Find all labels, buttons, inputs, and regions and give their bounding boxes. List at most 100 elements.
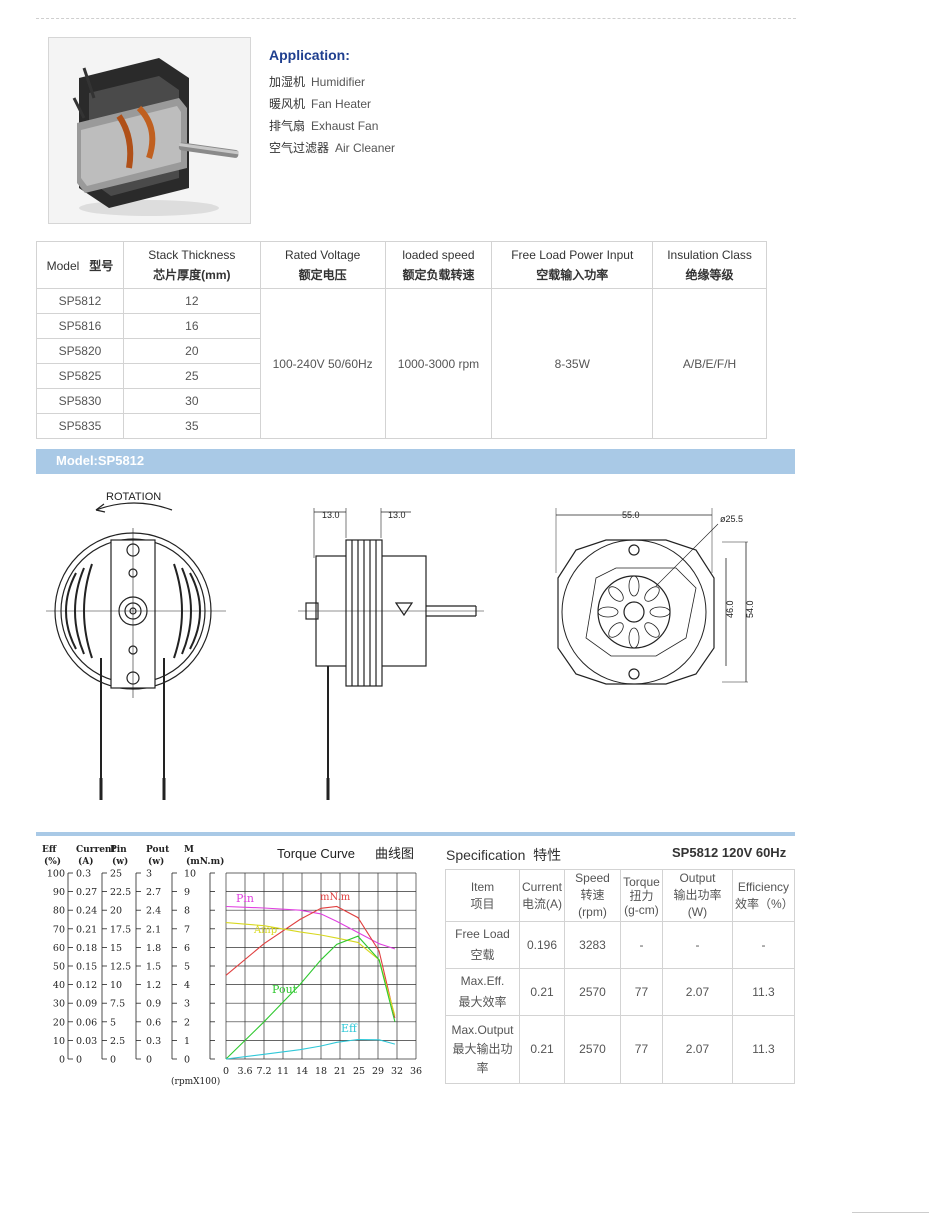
- axis-tick-label: 0: [76, 1055, 82, 1066]
- cell-speed: 2570: [564, 968, 621, 1016]
- dim-width-label: 55.0: [622, 510, 640, 520]
- cell-speed: 2570: [564, 1015, 621, 1084]
- motor-photo: [48, 37, 251, 224]
- application-item-en: Humidifier: [311, 75, 366, 89]
- axis-tick-label: 9: [184, 887, 190, 898]
- axis-tick-label: 8: [184, 906, 190, 917]
- spec-model-label: SP5812 120V 60Hz: [672, 845, 787, 860]
- cell-eff: -: [731, 921, 796, 969]
- axis-tick-label: 10: [53, 1036, 65, 1047]
- cell-model: SP5835: [36, 413, 124, 439]
- x-axis-label: (rpmX100): [171, 1076, 220, 1087]
- chart-title: Torque Curve: [277, 846, 355, 861]
- cell-stack: 30: [122, 388, 261, 414]
- cell-torque: 77: [619, 1015, 663, 1084]
- rotation-label: ROTATION: [106, 491, 161, 503]
- axis-head-unit: (w): [148, 856, 164, 867]
- cell-item: Max.Eff.最大效率: [445, 968, 520, 1016]
- axis-head-unit: (w): [112, 856, 128, 867]
- axis-tick-label: 100: [47, 869, 65, 880]
- cell-voltage: 100-240V 50/60Hz: [259, 288, 386, 439]
- axis-tick-label: 0.6: [146, 1017, 161, 1028]
- application-item-en: Air Cleaner: [335, 141, 396, 155]
- axis-tick-label: 7.5: [110, 999, 125, 1010]
- axis-tick-label: 30: [53, 999, 65, 1010]
- technical-drawings: ROTATION 13.0 13.0: [46, 491, 755, 800]
- dim-diam-label: ø25.5: [720, 514, 743, 524]
- axis-tick-label: 0: [110, 1055, 116, 1066]
- application-item-en: Exhaust Fan: [311, 119, 379, 133]
- cell-torque: 77: [619, 968, 663, 1016]
- axis-tick-label: 17.5: [110, 924, 131, 935]
- cell-output: -: [661, 921, 733, 969]
- cell-current: 0.21: [518, 1015, 566, 1084]
- x-tick-label: 3.6: [237, 1066, 252, 1077]
- series-line-eff: [225, 1038, 396, 1060]
- axis-tick-label: 4: [184, 980, 190, 991]
- axis-tick-label: 3: [184, 999, 190, 1010]
- axis-tick-label: 0.3: [76, 869, 91, 880]
- series-line-pin: [225, 905, 396, 950]
- cell-model: SP5825: [36, 363, 124, 389]
- axis-tick-label: 0: [184, 1055, 190, 1066]
- axis-tick-label: 70: [53, 924, 65, 935]
- cell-output: 2.07: [661, 1015, 733, 1084]
- series-line-pout: [225, 935, 396, 1060]
- axis-tick-label: 0.3: [146, 1036, 161, 1047]
- cell-insulation: A/B/E/F/H: [652, 288, 767, 439]
- series-label-pout: Pout: [272, 983, 298, 996]
- series-line-mnm: [225, 905, 396, 1019]
- dim-h2-label: 54.0: [745, 600, 755, 618]
- header-model: Model 型号: [36, 241, 124, 289]
- axis-tick-label: 0.18: [76, 943, 97, 954]
- axis-heads: Eff(%)Current(A)Pin(w)Pout(w)M(mN.m): [42, 845, 224, 867]
- series-label-amp: Amp: [253, 925, 277, 936]
- cell-stack: 35: [122, 413, 261, 439]
- cell-power: 8-35W: [491, 288, 654, 439]
- axis-tick-label: 1.8: [146, 943, 161, 954]
- dim-a-label: 13.0: [322, 510, 340, 520]
- torque-curve-chart: Torque Curve 曲线图 Eff(%)Current(A)Pin(w)P…: [42, 845, 422, 1087]
- axis-tick-label: 0.15: [76, 962, 97, 973]
- axis-head-unit: (A): [78, 856, 94, 867]
- axis-tick-label: 2.1: [146, 924, 161, 935]
- axis-tick-label: 5: [110, 1017, 116, 1028]
- axis-tick-label: 0.24: [76, 906, 97, 917]
- axis-tick-label: 1.5: [146, 962, 161, 973]
- application-item-cn: 暖风机: [269, 97, 306, 111]
- axis-tick-label: 50: [53, 962, 65, 973]
- axis-tick-label: 6: [184, 943, 190, 954]
- x-tick-label: 29: [372, 1066, 384, 1077]
- dim-b-label: 13.0: [388, 510, 406, 520]
- motor-photo-svg: [49, 38, 250, 223]
- cell-torque: -: [619, 921, 663, 969]
- axis-head-name: M: [184, 845, 194, 855]
- cell-speed: 3283: [564, 921, 621, 969]
- cell-model: SP5812: [36, 288, 124, 314]
- axis-tick-label: 1.2: [146, 980, 161, 991]
- series-label-eff: Eff: [341, 1022, 358, 1035]
- cell-current: 0.21: [518, 968, 566, 1016]
- axis-tick-label: 0.06: [76, 1017, 97, 1028]
- cell-stack: 12: [122, 288, 261, 314]
- left-axes: 10090807060504030201000.30.270.240.210.1…: [47, 869, 215, 1066]
- chart-series: [225, 905, 396, 1060]
- axis-tick-label: 7: [184, 924, 190, 935]
- axis-head-unit: (%): [44, 856, 61, 867]
- axis-tick-label: 25: [110, 869, 122, 880]
- axis-tick-label: 0.03: [76, 1036, 97, 1047]
